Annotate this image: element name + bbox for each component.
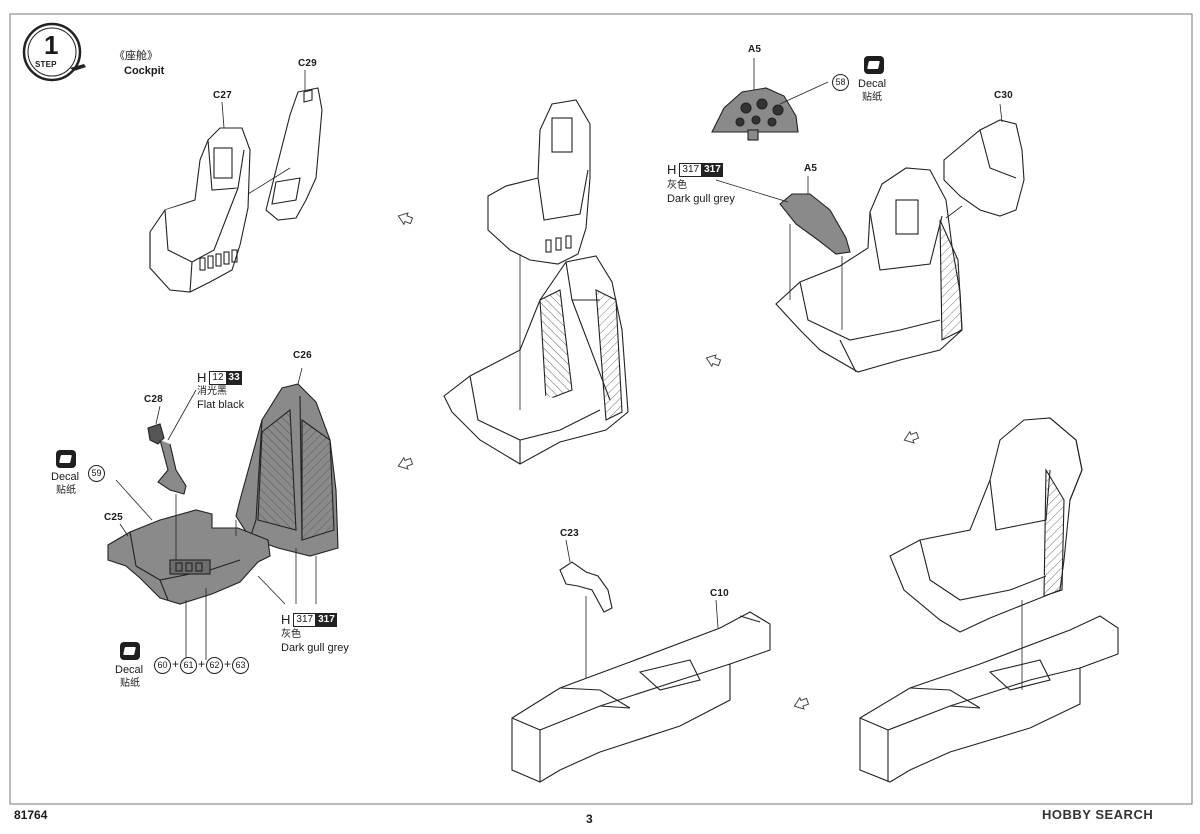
instrument-panel-a5-drawing — [711, 87, 799, 141]
decal-number-58: 58 — [832, 74, 849, 91]
step-badge-icon — [22, 22, 86, 82]
paint-code-1: 317 — [679, 162, 703, 177]
paint-code-dark-gull-grey-right: H 317 317 — [667, 162, 723, 177]
stick-c28-drawing — [147, 423, 187, 495]
decal-label-en: Decal — [115, 664, 144, 676]
paint-code-1: 317 — [293, 612, 317, 627]
paint-name-cn: 消光黑 — [197, 386, 227, 397]
decal-icon — [120, 642, 140, 660]
decal-number-59: 59 — [88, 465, 105, 482]
paint-code-1: 12 — [209, 370, 227, 385]
decal-number-62: 62 — [206, 657, 223, 674]
section-title-en: Cockpit — [124, 65, 165, 77]
floor-c25-drawing — [107, 509, 271, 605]
part-label-a5-mid: A5 — [804, 163, 818, 174]
part-label-c10: C10 — [710, 588, 729, 599]
decal-icon — [864, 56, 884, 74]
section-title-cn: 《座舱》 — [114, 50, 158, 62]
decal-label-en: Decal — [51, 471, 80, 483]
paint-name-en: Dark gull grey — [281, 642, 349, 654]
paint-prefix: H — [281, 612, 291, 627]
part-label-c23: C23 — [560, 528, 579, 539]
paint-code-2: 33 — [226, 370, 242, 385]
decal-number-61: 61 — [180, 657, 197, 674]
paint-code-2: 317 — [316, 612, 337, 627]
gunsight-c30-drawing — [943, 119, 1025, 217]
decal-label-en: Decal — [858, 78, 887, 90]
part-label-c26: C26 — [293, 350, 312, 361]
paint-code-dark-gull-grey-left: H 317 317 — [281, 612, 337, 627]
bulkhead-c26-drawing — [235, 383, 339, 557]
decal-plus: + — [172, 657, 180, 671]
decal-plus: + — [224, 657, 232, 671]
paint-name-cn: 灰色 — [667, 180, 687, 191]
part-label-c28: C28 — [144, 394, 163, 405]
final-seat-assembly-drawing — [889, 417, 1083, 633]
decal-plus: + — [198, 657, 206, 671]
decal-label-cn: 贴纸 — [862, 92, 882, 103]
part-label-c27: C27 — [213, 90, 232, 101]
step-label: STEP — [35, 60, 57, 69]
paint-prefix: H — [197, 370, 207, 385]
paint-code-flat-black: H 12 33 — [197, 370, 242, 385]
fuselage-c10-drawing — [511, 611, 771, 783]
paint-prefix: H — [667, 162, 677, 177]
seat-c27-drawing — [149, 127, 251, 293]
decal-number-63: 63 — [232, 657, 249, 674]
arrow-icon — [397, 212, 920, 710]
seat-assembly-middle-drawing — [487, 99, 591, 265]
page-number: 3 — [586, 812, 593, 826]
part-label-a5-top: A5 — [748, 44, 762, 55]
decal-label-cn: 贴纸 — [120, 678, 140, 689]
step-number: 1 — [44, 30, 59, 60]
watermark: HOBBY SEARCH — [1042, 807, 1154, 822]
cockpit-tub-middle-drawing — [443, 255, 629, 465]
paint-name-en: Flat black — [197, 399, 245, 411]
paint-code-2: 317 — [702, 162, 723, 177]
decal-icon — [56, 450, 76, 468]
cockpit-assembly-right-drawing — [775, 167, 963, 373]
kit-number: 81764 — [14, 808, 48, 822]
panel-a5-mid-drawing — [779, 193, 851, 255]
part-label-c30: C30 — [994, 90, 1013, 101]
final-fuselage-drawing — [859, 615, 1119, 783]
decal-number-60: 60 — [154, 657, 171, 674]
part-label-c25: C25 — [104, 512, 123, 523]
paint-name-cn: 灰色 — [281, 629, 301, 640]
part-label-c29: C29 — [298, 58, 317, 69]
page-frame — [9, 13, 1193, 805]
panel-c29-drawing — [265, 87, 323, 221]
decal-label-cn: 贴纸 — [56, 485, 76, 496]
part-c23-drawing — [559, 561, 613, 613]
paint-name-en: Dark gull grey — [667, 193, 735, 205]
